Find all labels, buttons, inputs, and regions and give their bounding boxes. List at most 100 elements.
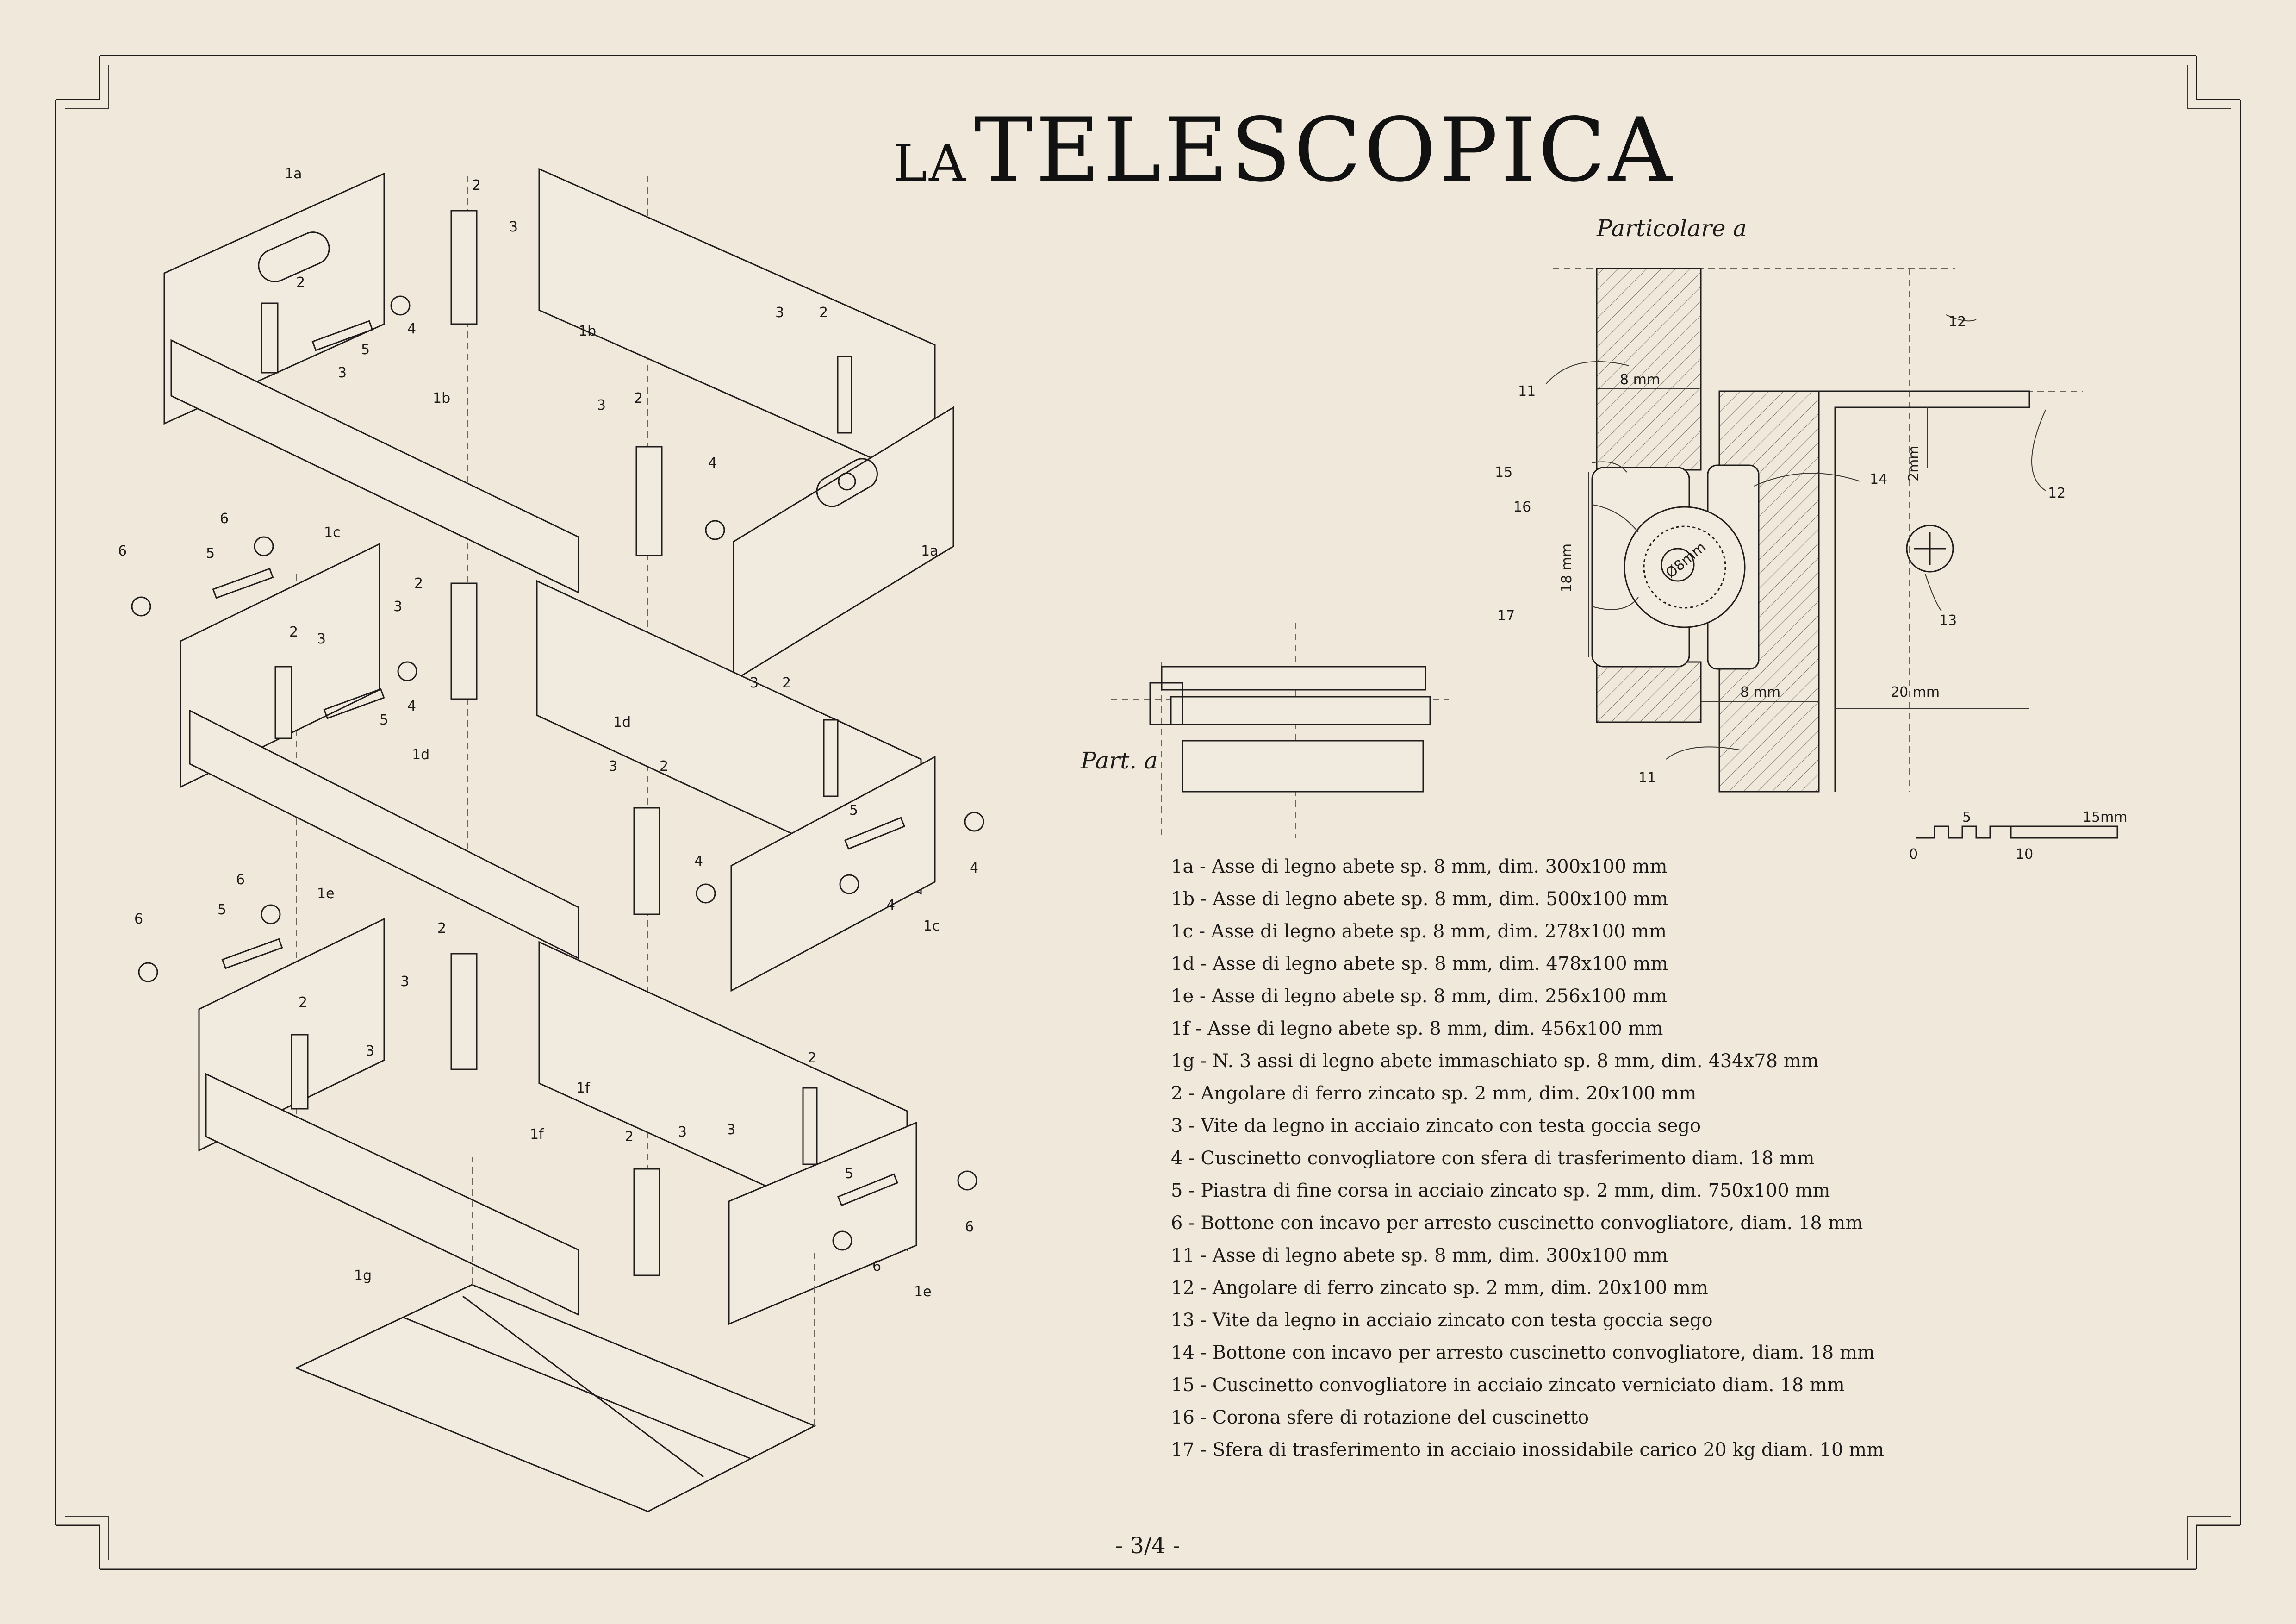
angle-mid-3 (274, 666, 292, 739)
exploded-assembly: 1a 2 3 1b 3 2 2 5 4 3 1b 3 2 4 1a 6 5 1c… (118, 166, 984, 1512)
angle-top-2 (635, 446, 663, 556)
panel-1b-back (538, 168, 936, 487)
wall-11-top (1596, 268, 1702, 471)
svg-text:15mm: 15mm (2083, 809, 2128, 825)
svg-text:1g: 1g (354, 1268, 372, 1284)
angle-mid-4 (823, 719, 839, 797)
svg-text:18 mm: 18 mm (1559, 543, 1575, 593)
svg-text:2: 2 (660, 758, 668, 775)
svg-text:1f: 1f (530, 1126, 544, 1143)
detail-title: Particolare a (1596, 215, 1747, 242)
svg-text:3: 3 (775, 305, 784, 321)
svg-text:2: 2 (299, 994, 307, 1011)
svg-text:14: 14 (1870, 471, 1887, 487)
title-prefix: LA (893, 133, 968, 193)
svg-text:1a: 1a (921, 543, 938, 559)
svg-text:4: 4 (886, 897, 895, 913)
svg-text:12: 12 (1948, 314, 1966, 330)
svg-text:3: 3 (317, 631, 326, 647)
svg-text:1b: 1b (433, 390, 450, 406)
detail-labels: 11 12 12 13 14 15 16 17 11 (1495, 314, 2066, 786)
svg-text:0: 0 (1909, 846, 1918, 862)
parts-legend: 1a - Asse di legno abete sp. 8 mm, dim. … (1171, 856, 1884, 1461)
part-a-label: Part. a (1080, 747, 1158, 774)
screw-13 (1906, 525, 1954, 573)
svg-text:6: 6 (118, 543, 127, 559)
legend-item: 14 - Bottone con incavo per arresto cusc… (1171, 1342, 1875, 1363)
svg-text:3: 3 (366, 1043, 374, 1059)
svg-text:1c: 1c (923, 918, 940, 934)
svg-text:6: 6 (134, 911, 143, 927)
legend-item: 15 - Cuscinetto convogliatore in acciaio… (1171, 1374, 1845, 1396)
svg-text:3: 3 (509, 219, 518, 235)
middle-box (131, 536, 984, 992)
panel-1e-front (728, 1121, 917, 1325)
angle-top-4 (837, 356, 852, 434)
svg-text:2: 2 (634, 390, 643, 406)
part-a-overview: Part. a (1080, 623, 1449, 838)
base-board-1g (294, 1157, 816, 1512)
svg-text:2mm: 2mm (1906, 445, 1922, 481)
legend-item: 11 - Asse di legno abete sp. 8 mm, dim. … (1171, 1245, 1668, 1266)
legend-item: 3 - Vite da legno in acciaio zincato con… (1171, 1115, 1701, 1137)
panel-1d-front (189, 709, 579, 960)
svg-text:1e: 1e (317, 886, 335, 902)
angle-bot-1 (450, 953, 478, 1070)
bearing-assembly (1591, 464, 1760, 670)
panel-1a-front (733, 406, 954, 682)
svg-text:6: 6 (872, 1258, 881, 1274)
svg-text:3: 3 (727, 1122, 735, 1138)
svg-text:5: 5 (845, 1166, 853, 1182)
angle-bot-3 (291, 1034, 309, 1110)
svg-text:2: 2 (625, 1129, 634, 1145)
svg-text:3: 3 (597, 397, 606, 413)
angle-bot-4 (802, 1087, 818, 1165)
svg-text:4: 4 (708, 455, 717, 471)
svg-text:12: 12 (2048, 485, 2066, 501)
panel-1f-front (205, 1073, 579, 1316)
angle-12 (1819, 390, 2030, 792)
legend-item: 16 - Corona sfere di rotazione del cusci… (1171, 1407, 1589, 1428)
svg-text:4: 4 (407, 321, 416, 337)
legend-item: 17 - Sfera di trasferimento in acciaio i… (1171, 1439, 1884, 1461)
page-number: - 3/4 - (1115, 1533, 1180, 1559)
svg-text:8 mm: 8 mm (1740, 684, 1780, 700)
svg-text:1d: 1d (613, 714, 631, 731)
svg-text:5: 5 (361, 342, 370, 358)
svg-text:3: 3 (678, 1124, 687, 1140)
svg-text:1c: 1c (324, 525, 341, 541)
svg-text:2: 2 (472, 177, 481, 194)
svg-text:11: 11 (1518, 383, 1536, 400)
svg-text:6: 6 (236, 872, 245, 888)
scale-bar: 0 5 10 15mm (1909, 809, 2128, 862)
svg-text:16: 16 (1513, 499, 1531, 515)
legend-item: 6 - Bottone con incavo per arresto cusci… (1171, 1212, 1863, 1234)
legend-item: 1f - Asse di legno abete sp. 8 mm, dim. … (1171, 1018, 1663, 1039)
legend-item: 1e - Asse di legno abete sp. 8 mm, dim. … (1171, 986, 1667, 1007)
exploded-part-labels: 1a 2 3 1b 3 2 2 5 4 3 1b 3 2 4 1a 6 5 1c… (118, 166, 978, 1300)
bottom-box (138, 904, 977, 1325)
svg-text:10: 10 (2016, 846, 2033, 862)
legend-item: 2 - Angolare di ferro zincato sp. 2 mm, … (1171, 1083, 1696, 1104)
legend-item: 1d - Asse di legno abete sp. 8 mm, dim. … (1171, 953, 1668, 974)
legend-item: 1a - Asse di legno abete sp. 8 mm, dim. … (1171, 856, 1668, 877)
legend-item: 1b - Asse di legno abete sp. 8 mm, dim. … (1171, 888, 1668, 910)
svg-text:2: 2 (782, 675, 791, 691)
detail-a: Particolare a 11 12 12 13 (1495, 215, 2128, 862)
angle-mid-1 (450, 582, 478, 700)
svg-text:13: 13 (1939, 612, 1957, 629)
legend-item: 12 - Angolare di ferro zincato sp. 2 mm,… (1171, 1277, 1708, 1299)
svg-text:1e: 1e (914, 1284, 932, 1300)
svg-text:11: 11 (1638, 770, 1656, 786)
svg-text:2: 2 (296, 275, 305, 291)
panel-1b-front (170, 339, 579, 594)
angle-mid-2 (633, 807, 660, 915)
angle-bot-2 (633, 1168, 660, 1276)
svg-text:3: 3 (750, 675, 759, 691)
panel-1c-front (730, 756, 936, 992)
legend-item: 13 - Vite da legno in acciaio zincato co… (1171, 1310, 1713, 1331)
svg-text:4: 4 (694, 853, 703, 869)
svg-text:1d: 1d (412, 747, 429, 763)
legend-item: 4 - Cuscinetto convogliatore con sfera d… (1171, 1148, 1815, 1169)
